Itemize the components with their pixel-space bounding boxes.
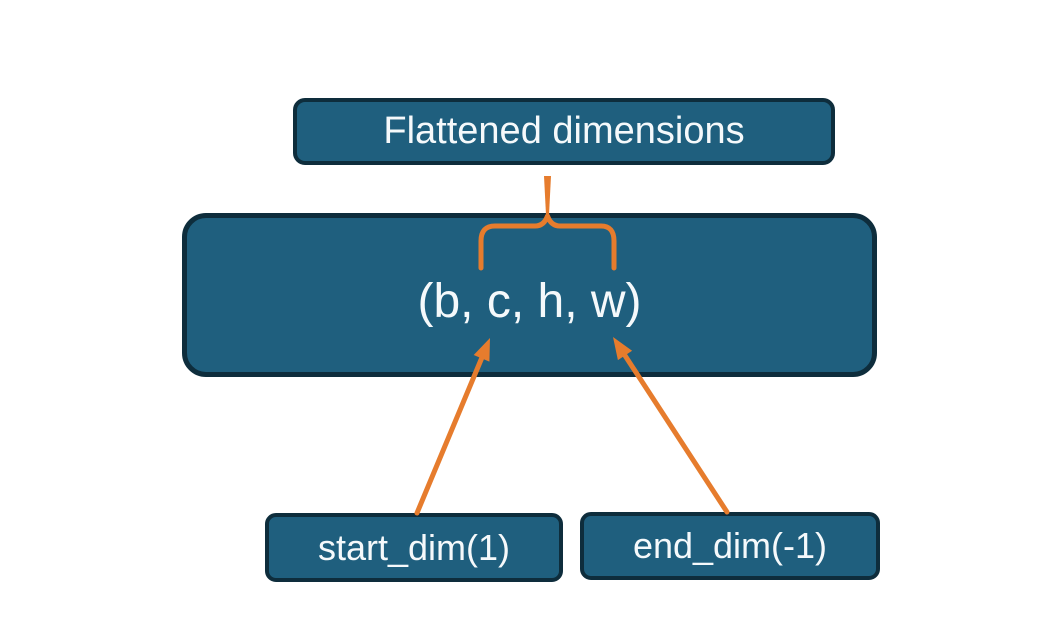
end-dim-label: end_dim(-1) xyxy=(632,525,828,566)
brace-stem-connector xyxy=(544,176,551,215)
tensor-shape-box: (b, c, h, w) xyxy=(182,213,877,377)
tensor-shape-label: (b, c, h, w) xyxy=(417,274,642,328)
start-dim-label: start_dim(1) xyxy=(317,526,511,568)
end-dim-box: end_dim(-1) xyxy=(580,512,880,580)
flattened-dimensions-box: Flattened dimensions xyxy=(293,98,835,165)
start-dim-box: start_dim(1) xyxy=(265,513,563,582)
flattened-dimensions-label: Flattened dimensions xyxy=(383,110,745,152)
